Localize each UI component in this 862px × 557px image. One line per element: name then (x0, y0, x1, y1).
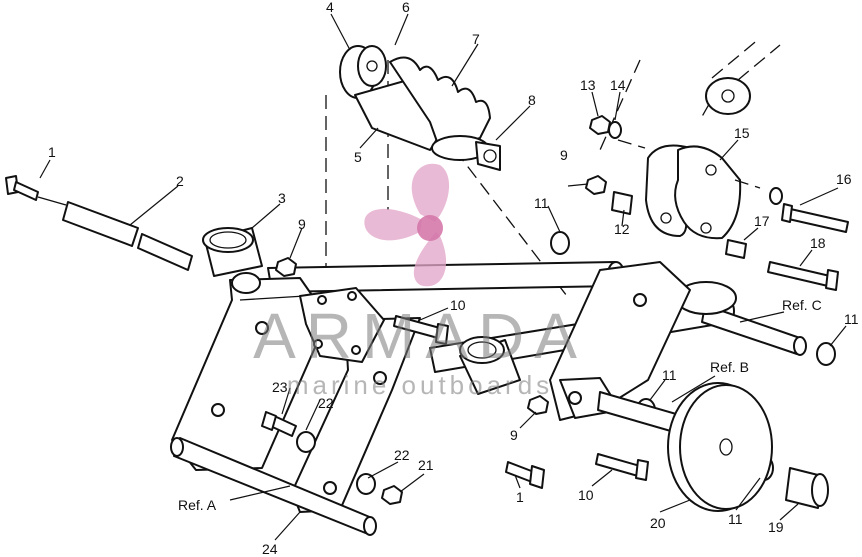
callout-18: 18 (810, 235, 826, 251)
washer-11-left (550, 231, 570, 255)
callout-10-upper: 10 (450, 297, 466, 313)
callout-11-left: 11 (534, 195, 549, 211)
nut-13 (589, 115, 611, 135)
shaft-ref-c (675, 281, 807, 356)
callout-9-left: 9 (298, 216, 306, 232)
callout-22-upper: 22 (318, 395, 334, 411)
callout-1-lower: 1 (516, 489, 524, 505)
washer-22-upper (296, 431, 316, 453)
callout-11-lower: 11 (728, 511, 743, 527)
mounting-bracket (299, 287, 385, 363)
shock-absorber (339, 45, 501, 171)
bolts (261, 203, 849, 489)
callout-7: 7 (472, 31, 480, 47)
nut-9-left (275, 257, 297, 277)
spacer-17 (725, 239, 747, 259)
nut-9-lower (527, 395, 549, 415)
bushing-center (459, 336, 521, 395)
callout-24: 24 (262, 541, 278, 557)
watermark-tagline: marine outboards (287, 370, 553, 400)
upper-cross-shaft (267, 261, 625, 293)
callout-1: 1 (48, 144, 56, 160)
upper-shock-ref (705, 37, 781, 115)
spacer-19 (785, 467, 829, 509)
propeller-logo (364, 163, 450, 287)
callout-5: 5 (354, 149, 362, 165)
ref-c-label: Ref. C (782, 297, 822, 313)
callout-8: 8 (528, 92, 536, 108)
propeller-blade-top (411, 163, 450, 222)
callout-9-upper: 9 (560, 147, 568, 163)
callout-19: 19 (768, 519, 784, 535)
callout-6: 6 (402, 0, 410, 15)
washer-11-right (816, 342, 836, 366)
washer-upper-right (769, 187, 783, 205)
nut-21 (381, 485, 403, 505)
callout-11-mid: 11 (662, 367, 677, 383)
pin-2 (37, 196, 193, 271)
washer-22-lower (356, 473, 376, 495)
wheel-20 (597, 382, 773, 512)
bolt-16 (783, 207, 849, 233)
bolt-18 (767, 261, 831, 287)
callout-2: 2 (176, 173, 184, 189)
bushing-3 (202, 227, 263, 277)
callout-labels: 1 2 3 4 5 6 7 8 9 10 11 12 13 14 15 16 1… (48, 0, 859, 557)
watermark-brand: ARMADA (253, 300, 587, 372)
spacer-12 (611, 191, 633, 215)
propeller-blade-right (413, 232, 447, 287)
left-arm (171, 272, 329, 471)
callout-3: 3 (278, 190, 286, 206)
bolt-1-left (5, 175, 39, 201)
ref-b-label: Ref. B (710, 359, 749, 375)
washer-14 (608, 121, 622, 139)
armada-watermark: ARMADA marine outboards (253, 163, 587, 400)
callout-22-lower: 22 (394, 447, 410, 463)
callout-21: 21 (418, 457, 434, 473)
callout-14: 14 (610, 77, 626, 93)
callout-4: 4 (326, 0, 334, 15)
propeller-hub (417, 215, 443, 241)
callout-13: 13 (580, 77, 596, 93)
callout-11-right: 11 (844, 311, 859, 327)
callout-23: 23 (272, 379, 288, 395)
callout-10-lower: 10 (578, 487, 594, 503)
propeller-blade-left (364, 208, 422, 241)
callout-16: 16 (836, 171, 852, 187)
bracket-plate-15 (617, 139, 761, 240)
callout-15: 15 (734, 125, 750, 141)
leader-lines (39, 13, 847, 541)
nut-9-upper (585, 175, 607, 195)
bolt-10-lower (595, 453, 641, 477)
callout-12: 12 (614, 221, 630, 237)
lower-bar-ref-a (170, 437, 377, 536)
ref-a-label: Ref. A (178, 497, 217, 513)
callout-17: 17 (754, 213, 770, 229)
callout-9-lower: 9 (510, 427, 518, 443)
callout-20: 20 (650, 515, 666, 531)
